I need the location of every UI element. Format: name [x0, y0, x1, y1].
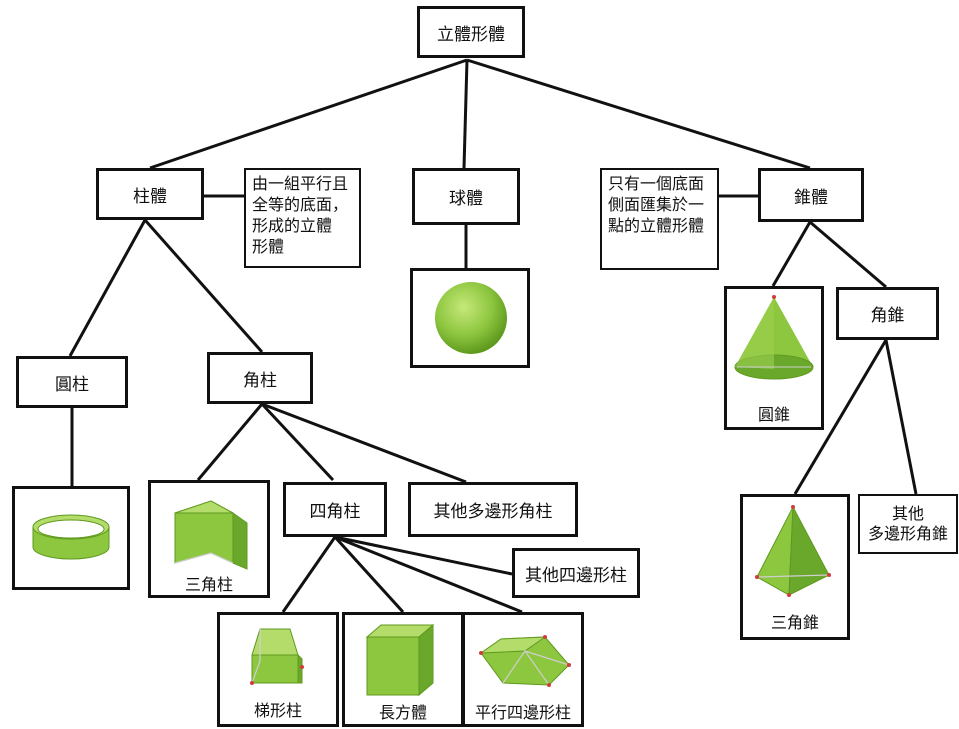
- caption-parallelogram-prism: 平行四邊形柱: [474, 703, 571, 722]
- sphere-image-box: [410, 268, 530, 368]
- triangular-pyramid-icon: [755, 505, 831, 597]
- triangular-prism-box: 三角柱: [148, 480, 270, 598]
- node-cone-pyramid: 錐體: [758, 168, 864, 222]
- node-other-quad-prism: 其他四邊形柱: [512, 548, 640, 598]
- triangular-prism-icon: [174, 500, 248, 570]
- node-other-polygon-prism: 其他多邊形角柱: [408, 482, 578, 537]
- node-sphere: 球體: [412, 168, 520, 225]
- parallelogram-prism-icon: [479, 635, 571, 687]
- caption-cone: 圓錐: [757, 405, 790, 424]
- node-quad-prism: 四角柱: [283, 482, 387, 537]
- description-pyramid: 只有一個底面 側面匯集於一 點的立體形體: [600, 168, 719, 270]
- cone-icon: [734, 295, 814, 380]
- caption-cuboid: 長方體: [378, 703, 427, 722]
- root-node-solid-figures: 立體形體: [417, 6, 525, 58]
- caption-trapezoid-prism: 梯形柱: [253, 701, 302, 720]
- parallelogram-prism-box: 平行四邊形柱: [462, 612, 584, 727]
- sphere-icon: [435, 282, 507, 354]
- node-other-polygon-pyramid: 其他 多邊形角錐: [858, 494, 958, 554]
- cylinder-image-box: [12, 486, 130, 590]
- node-angular-pyramid: 角錐: [836, 287, 939, 340]
- cone-box: 圓錐: [724, 286, 824, 430]
- node-angular-prism: 角柱: [207, 352, 313, 404]
- trapezoid-prism-box: 梯形柱: [217, 612, 339, 727]
- node-prism: 柱體: [96, 168, 204, 220]
- cuboid-box: 長方體: [342, 612, 464, 727]
- caption-triangular-prism: 三角柱: [184, 575, 233, 594]
- caption-triangular-pyramid: 三角錐: [770, 613, 819, 632]
- cylinder-icon: [32, 514, 110, 560]
- cuboid-icon: [365, 623, 435, 697]
- description-prism: 由一組平行且 全等的底面， 形成的立體 形體: [244, 168, 361, 268]
- triangular-pyramid-box: 三角錐: [740, 494, 850, 640]
- node-cylinder: 圓柱: [16, 356, 128, 408]
- trapezoid-prism-icon: [250, 628, 304, 685]
